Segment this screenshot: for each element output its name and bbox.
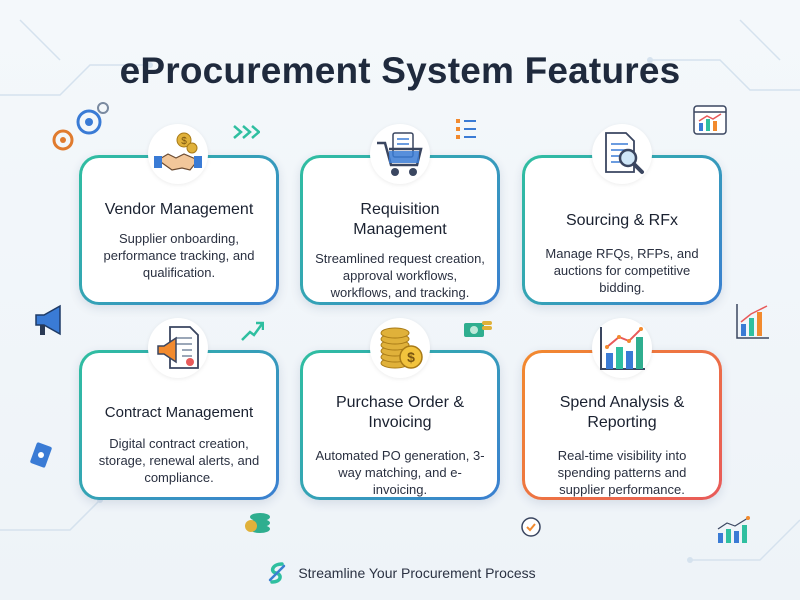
feature-title: Contract Management bbox=[104, 404, 254, 421]
clock-check-icon bbox=[521, 517, 541, 537]
money-tag-icon bbox=[30, 442, 52, 468]
contract-megaphone-icon bbox=[148, 318, 208, 378]
growth-chart-icon bbox=[736, 304, 769, 339]
bar-chart-trend-icon bbox=[592, 318, 652, 378]
feature-title: Vendor Management bbox=[104, 201, 254, 218]
coins-small-icon bbox=[245, 513, 270, 533]
feature-description: Digital contract creation, storage, rene… bbox=[98, 436, 260, 485]
megaphone-icon bbox=[35, 304, 61, 336]
feature-title: Requisition Management bbox=[353, 201, 447, 238]
coin-stack-icon: $ bbox=[370, 318, 430, 378]
feature-card-contract-management: Contract Management Digital contract cre… bbox=[79, 350, 279, 500]
feature-description: Automated PO generation, 3-way matching,… bbox=[315, 448, 485, 497]
feature-card-purchase-order-invoicing: Purchase Order & Invoicing Automated PO … bbox=[300, 350, 500, 500]
gears-icon bbox=[52, 102, 109, 151]
cash-icon bbox=[464, 321, 492, 337]
feature-title: Sourcing & RFx bbox=[565, 212, 679, 229]
feature-description: Streamlined request creation, approval w… bbox=[315, 251, 485, 300]
handshake-coins-icon: $ bbox=[148, 124, 208, 184]
footer: Streamline Your Procurement Process bbox=[0, 560, 800, 586]
shopping-cart-checklist-icon bbox=[370, 124, 430, 184]
footer-tagline: Streamline Your Procurement Process bbox=[298, 565, 536, 581]
feature-description: Real-time visibility into spending patte… bbox=[557, 448, 687, 497]
feature-description: Supplier onboarding, performance trackin… bbox=[103, 231, 255, 280]
browser-chart-icon bbox=[693, 105, 727, 135]
feature-title: Spend Analysis & Reporting bbox=[559, 394, 685, 431]
trend-arrow-icon bbox=[241, 321, 264, 341]
feature-title: Purchase Order & Invoicing bbox=[335, 394, 465, 431]
svg-text:$: $ bbox=[407, 349, 415, 365]
document-magnifier-icon bbox=[592, 124, 652, 184]
feature-description: Manage RFQs, RFPs, and auctions for comp… bbox=[545, 246, 699, 295]
streamline-logo-icon bbox=[269, 562, 286, 584]
chevrons-icon bbox=[233, 125, 260, 139]
svg-text:$: $ bbox=[181, 136, 187, 147]
checklist-icon bbox=[456, 119, 476, 139]
page-title: eProcurement System Features bbox=[119, 50, 681, 91]
mini-chart-icon bbox=[717, 516, 750, 543]
